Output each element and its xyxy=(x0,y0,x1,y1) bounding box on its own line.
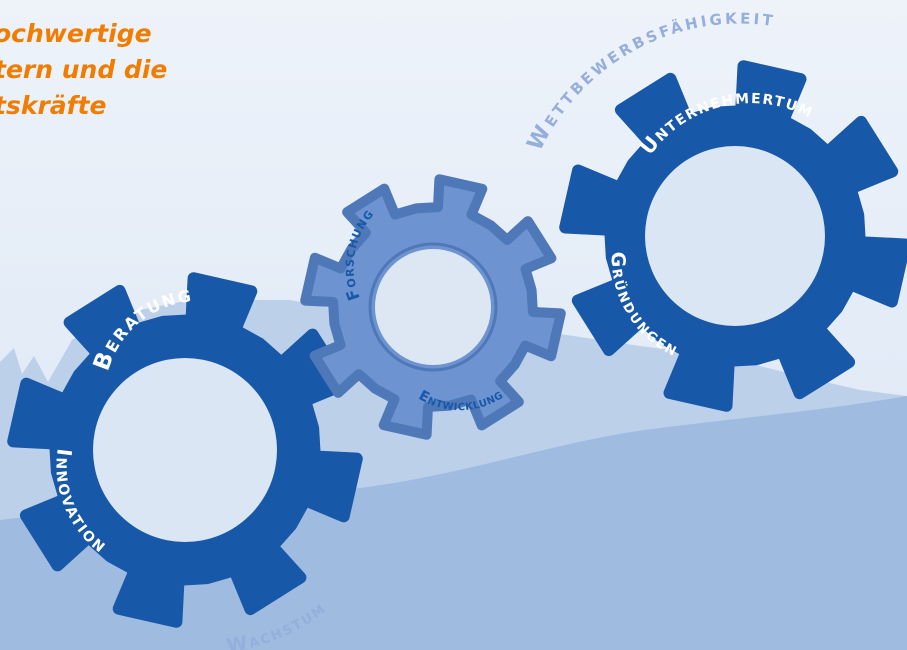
gear-hole xyxy=(375,249,491,365)
headline-line-2: tern und die xyxy=(0,55,168,84)
gear-forschung-entwicklung xyxy=(300,174,566,440)
gear-hole xyxy=(645,146,825,326)
gear-unternehmertum-gruendungen xyxy=(559,60,907,412)
grass-silhouette xyxy=(830,540,907,650)
gear-hole xyxy=(93,358,277,542)
gear-inner-ring xyxy=(368,242,498,372)
headline-line-1: ochwertige xyxy=(0,19,152,48)
headline-text: ochwertige tern und die tskräfte xyxy=(0,16,167,124)
foreground-hill xyxy=(0,396,907,650)
gear-inner-ring xyxy=(638,139,832,333)
gear-inner-ring xyxy=(86,351,284,549)
gear-beratung-innovation xyxy=(7,272,363,628)
headline-line-3: tskräfte xyxy=(0,91,107,120)
